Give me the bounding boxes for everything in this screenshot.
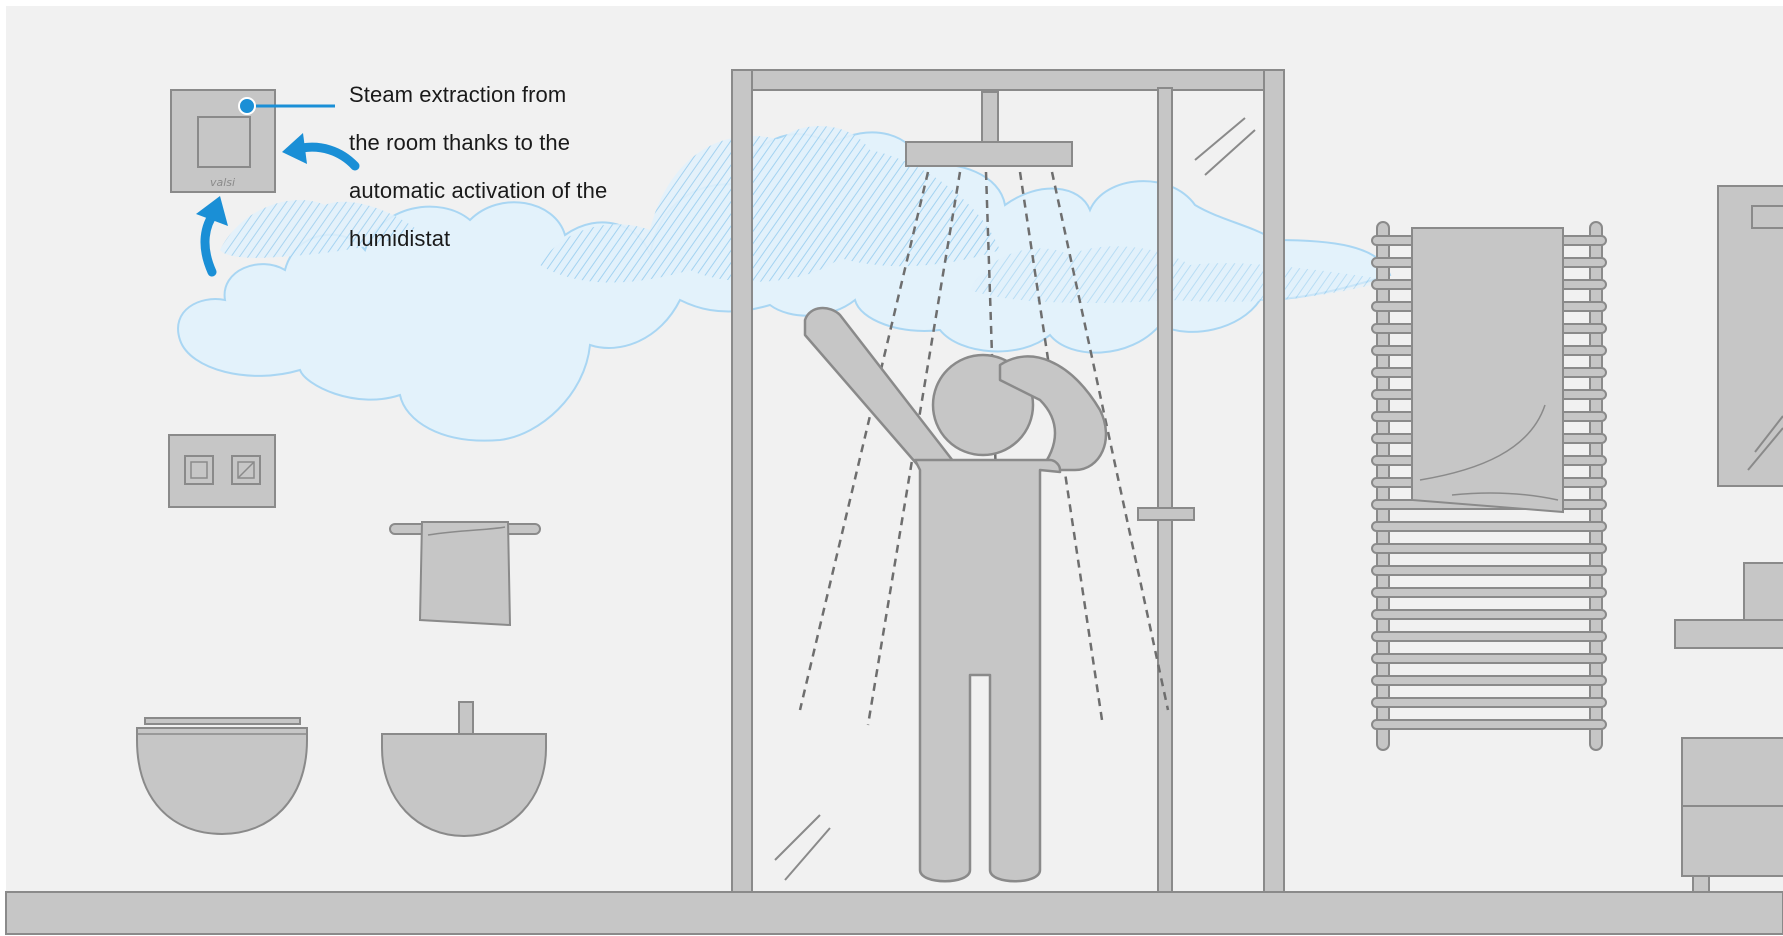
callout-text: Steam extraction from the room thanks to… (349, 59, 679, 275)
callout-line-4: humidistat (349, 227, 679, 251)
device-brand-label: valsi (210, 176, 235, 189)
cabinet-icon (1682, 738, 1783, 892)
light-switch-icon (169, 435, 275, 507)
callout-line-2: the room thanks to the (349, 131, 679, 155)
mirror-icon (1718, 186, 1783, 486)
callout-line-3: automatic activation of the (349, 179, 679, 203)
floor (6, 892, 1783, 934)
callout-line-1: Steam extraction from (349, 83, 679, 107)
radiator-towel (1412, 228, 1563, 512)
